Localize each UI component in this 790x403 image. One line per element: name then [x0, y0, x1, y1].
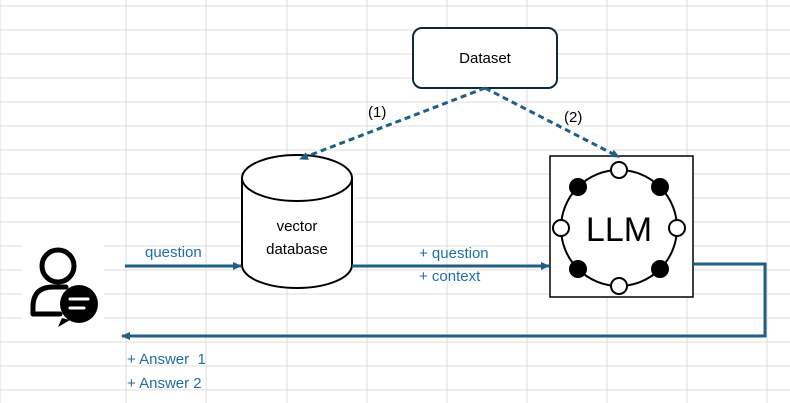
llm-to-user-arrow — [121, 262, 767, 340]
plus-question-label: + question — [419, 245, 489, 262]
answer-1-label: + Answer 1 — [127, 351, 206, 368]
llm-label: LLM — [586, 211, 652, 249]
user-chat-icon — [22, 237, 104, 335]
question-label: question — [145, 244, 202, 261]
answer-2-label: + Answer 2 — [127, 375, 202, 392]
dataset-label: Dataset — [459, 50, 512, 67]
vector-database-node: vector database — [241, 154, 353, 289]
vector-database-label-line1: vector — [277, 218, 318, 235]
plus-context-label: + context — [419, 268, 481, 285]
dataset-to-vector-db-arrow — [299, 86, 486, 161]
dataset-to-llm-arrow — [484, 86, 620, 159]
dataset-node: Dataset — [412, 27, 558, 89]
step-2-label: (2) — [564, 109, 582, 126]
llm-node: LLM — [549, 155, 694, 298]
neural-ring-icon — [552, 161, 686, 295]
step-1-label: (1) — [368, 104, 386, 121]
vector-database-label-line2: database — [266, 241, 328, 258]
